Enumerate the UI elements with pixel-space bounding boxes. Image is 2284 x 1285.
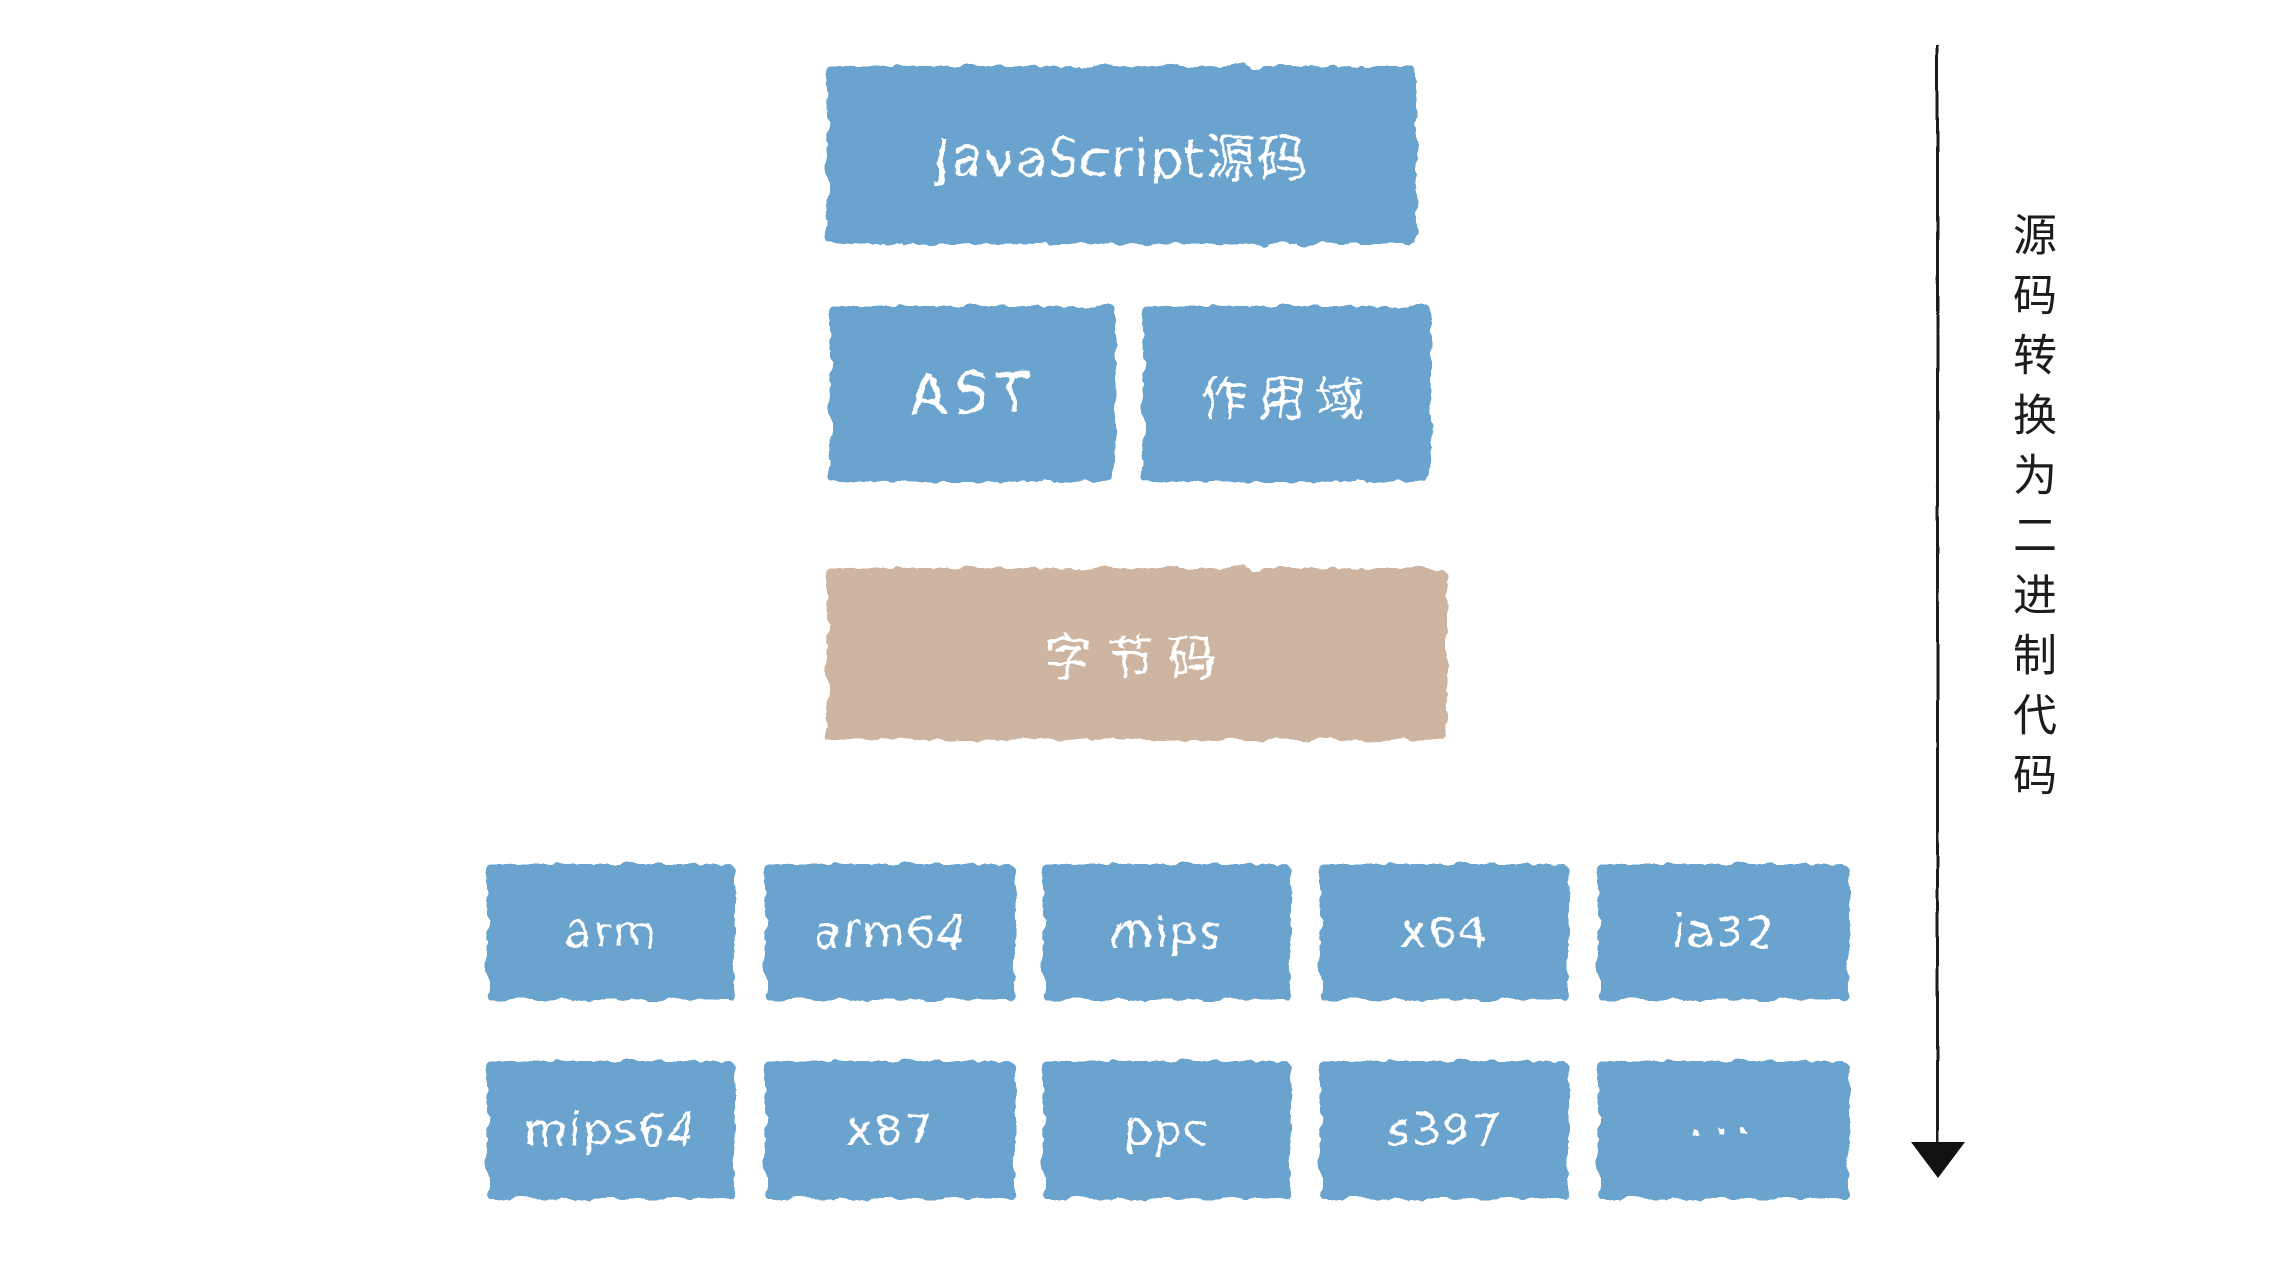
box-arch-arm-label: arm: [564, 906, 658, 958]
box-javascript-source: JavaScript源码: [827, 66, 1417, 244]
box-arch-x87-label: x87: [846, 1104, 935, 1156]
box-arch-s397: s397: [1320, 1061, 1569, 1199]
flow-arrow-head-icon: [1911, 1142, 1965, 1178]
box-arch-arm64-label: arm64: [813, 906, 968, 958]
box-arch-x64: x64: [1320, 864, 1569, 1000]
box-javascript-source-label: JavaScript源码: [934, 130, 1310, 188]
box-arch-more: ...: [1598, 1061, 1850, 1199]
box-arch-ppc-label: ppc: [1123, 1104, 1211, 1156]
box-arch-x64-label: x64: [1400, 906, 1489, 958]
box-bytecode: 字节码: [827, 568, 1447, 740]
box-arch-mips: mips: [1043, 864, 1291, 1000]
box-arch-x87: x87: [765, 1061, 1016, 1199]
box-ast-label: AST: [909, 361, 1036, 427]
box-arch-mips64-label: mips64: [524, 1104, 698, 1156]
box-arch-arm: arm: [487, 864, 735, 1000]
box-arch-ppc: ppc: [1043, 1061, 1291, 1199]
box-arch-ia32: ia32: [1598, 864, 1850, 1000]
box-ast: AST: [830, 306, 1115, 482]
box-arch-more-label: ...: [1687, 1088, 1761, 1148]
box-bytecode-label: 字节码: [1043, 631, 1230, 687]
box-scope: 作用域: [1143, 306, 1431, 482]
box-arch-arm64: arm64: [765, 864, 1016, 1000]
flow-annotation: 源码转换为二进制代码: [2005, 212, 2056, 812]
box-arch-mips-label: mips: [1110, 906, 1224, 958]
box-arch-s397-label: s397: [1387, 1104, 1502, 1156]
box-arch-mips64: mips64: [487, 1061, 735, 1199]
flow-arrow-line: [1936, 45, 1939, 1142]
box-scope-label: 作用域: [1199, 371, 1374, 427]
box-arch-ia32-label: ia32: [1672, 906, 1776, 958]
